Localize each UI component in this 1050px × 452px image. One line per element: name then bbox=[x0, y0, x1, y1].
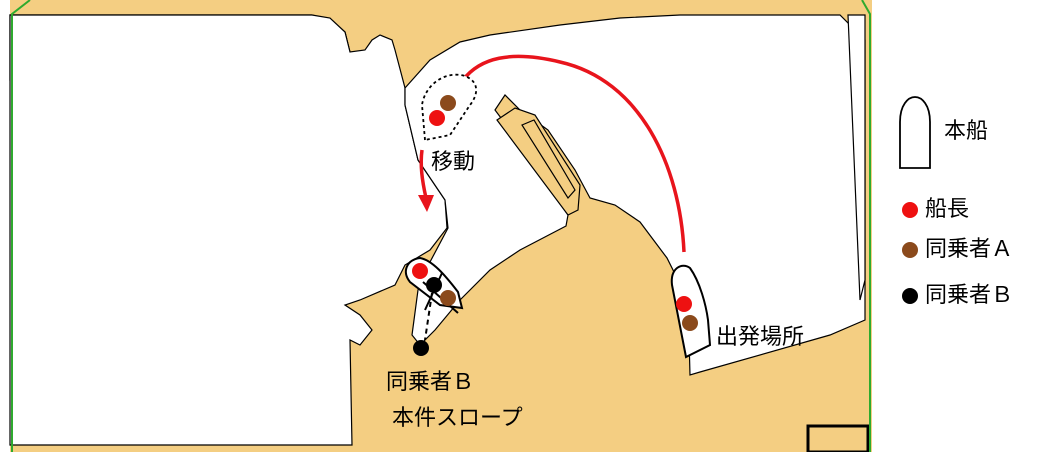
legend-companion-b-dot bbox=[902, 288, 918, 304]
companion-b-accident bbox=[426, 277, 442, 293]
boat-departure bbox=[670, 264, 712, 359]
companion-a-mid bbox=[440, 95, 456, 111]
captain-mid bbox=[429, 110, 445, 126]
label-departure: 出発場所 bbox=[716, 325, 805, 350]
vessel-icon bbox=[899, 96, 931, 169]
companion-b-path bbox=[424, 292, 433, 341]
companion-b-shore bbox=[413, 340, 429, 356]
jetty-inner bbox=[521, 119, 576, 200]
move-arrowhead bbox=[418, 195, 434, 212]
legend-companion-a-label: 同乗者Ａ bbox=[925, 237, 1014, 262]
captain-departure bbox=[676, 296, 692, 312]
legend-companion-b-label: 同乗者Ｂ bbox=[925, 283, 1014, 308]
move-arrow-line bbox=[419, 149, 428, 199]
label-slope: 本件スロープ bbox=[392, 406, 523, 431]
label-move: 移動 bbox=[431, 150, 476, 175]
label-companion-b: 同乗者Ｂ bbox=[386, 370, 475, 395]
companion-a-accident bbox=[440, 290, 456, 306]
map-frame bbox=[11, 0, 871, 452]
water-right bbox=[847, 14, 866, 301]
legend-vessel-label: 本船 bbox=[944, 119, 989, 144]
route-line bbox=[461, 54, 686, 253]
captain-accident bbox=[412, 263, 428, 279]
water-bay bbox=[404, 14, 866, 376]
jetty bbox=[496, 107, 581, 216]
legend-captain-label: 船長 bbox=[925, 197, 970, 222]
legend-companion-a-dot bbox=[902, 242, 918, 258]
small-structure bbox=[806, 424, 870, 452]
companion-a-departure bbox=[682, 315, 698, 331]
legend-captain-dot bbox=[902, 202, 918, 218]
